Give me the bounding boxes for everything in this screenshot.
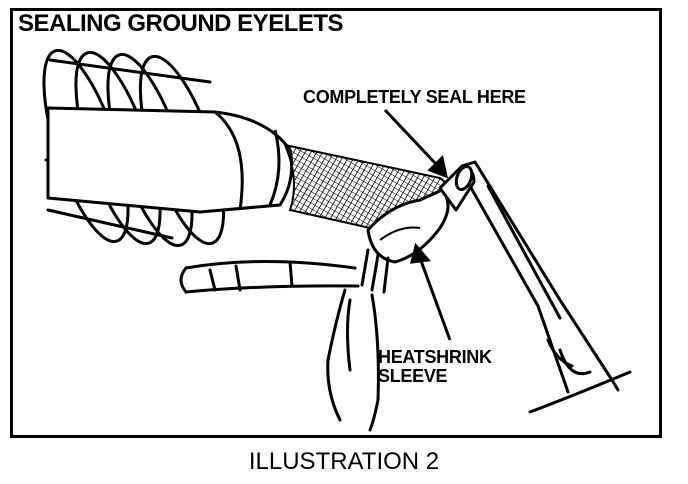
pointer-arrows <box>383 108 452 341</box>
wires <box>179 248 390 432</box>
seal-label: COMPLETELY SEAL HERE <box>303 87 526 107</box>
figure-caption: ILLUSTRATION 2 <box>248 448 440 475</box>
eyelet <box>438 164 476 212</box>
heatshrink-label: HEATSHRINK SLEEVE <box>378 348 492 386</box>
cable-body <box>46 106 294 214</box>
heatshrink-label-line1: HEATSHRINK <box>378 347 492 367</box>
page-title: SEALING GROUND EYELETS <box>18 10 344 37</box>
ground-rod <box>460 160 632 414</box>
heatshrink-sleeve <box>366 188 450 264</box>
heatshrink-label-line2: SLEEVE <box>378 365 448 386</box>
